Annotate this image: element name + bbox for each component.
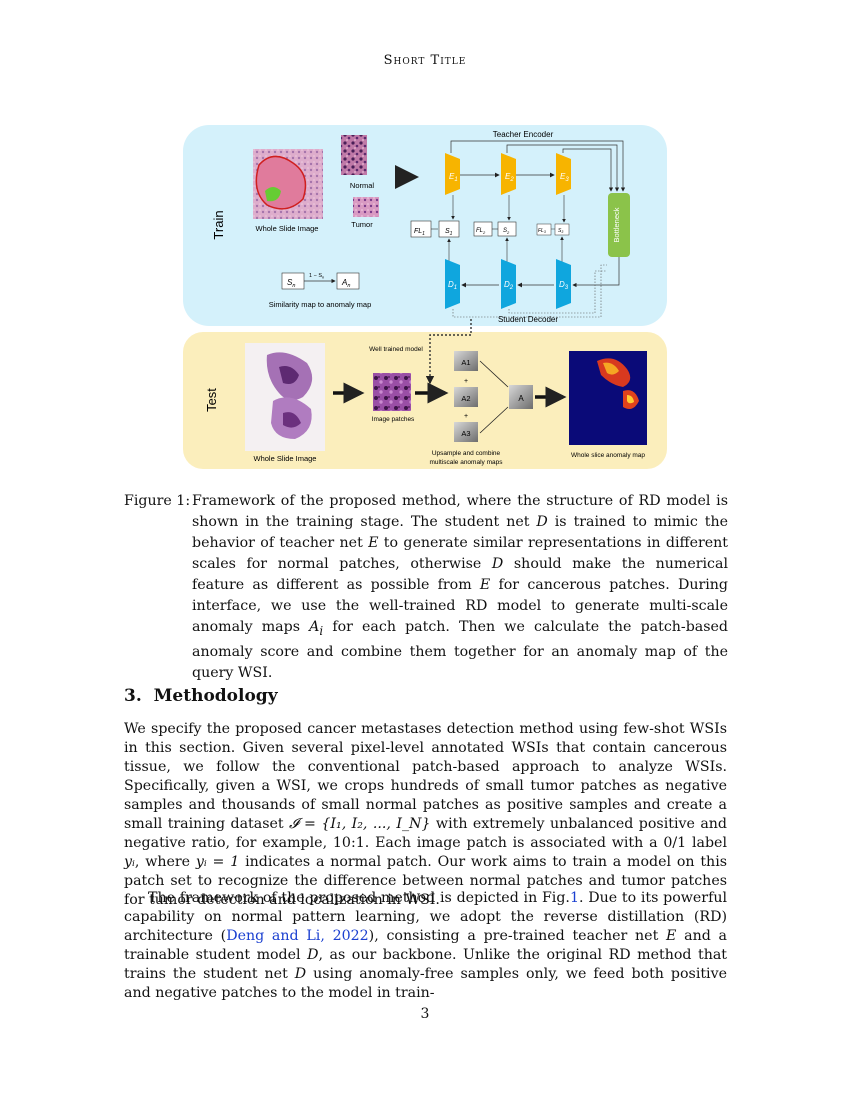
normal-patch (341, 135, 367, 175)
svg-text:Sn: Sn (287, 278, 295, 289)
teacher-encoder-label: Teacher Encoder (493, 130, 554, 139)
e3-text: E3 (560, 172, 569, 183)
svg-text:S2: S2 (503, 228, 510, 235)
encoder-e2 (501, 153, 516, 195)
paragraph-1: We specify the proposed cancer metastase… (124, 721, 728, 908)
paragraph-2: The framework of the proposed method is … (124, 890, 728, 1001)
svg-text:FL1: FL1 (414, 228, 425, 237)
svg-text:A1: A1 (461, 358, 470, 367)
tumor-patch (353, 197, 379, 217)
image-patches-label: Image patches (372, 416, 415, 423)
e1-text: E1 (449, 172, 458, 183)
svg-text:FL3: FL3 (538, 228, 546, 234)
svg-text:+: + (464, 378, 468, 385)
encoder-e1 (445, 153, 460, 195)
normal-label: Normal (350, 181, 375, 190)
encoder-e3 (556, 153, 571, 195)
svg-text:Upsample and combine: Upsample and combine (432, 450, 501, 457)
well-trained-label: Well trained model (369, 346, 423, 353)
figure-caption: Figure 1: Framework of the proposed meth… (124, 493, 728, 681)
framework-figure: Train Test Whole Slide Image Normal Tumo… (183, 125, 667, 469)
decoder-d1 (445, 259, 460, 309)
train-label: Train (211, 210, 226, 239)
svg-text:S1: S1 (445, 228, 453, 237)
figure-ref-link[interactable]: 1 (569, 890, 579, 906)
svg-text:S3: S3 (558, 228, 563, 234)
svg-text:multiscale anomaly maps: multiscale anomaly maps (430, 459, 504, 466)
svg-text:A3: A3 (461, 429, 470, 438)
svg-text:1 − Sn: 1 − Sn (309, 273, 324, 280)
anomaly-map-label: Whole slice anomaly map (571, 452, 645, 459)
citation-link[interactable]: Deng and Li, 2022 (226, 928, 369, 944)
svg-text:D3: D3 (559, 280, 569, 291)
svg-text:FL2: FL2 (476, 228, 486, 235)
running-title: Short Title (383, 53, 467, 68)
bottleneck-label: Bottleneck (612, 207, 621, 242)
image-patches (373, 373, 411, 411)
similarity-caption: Similarity map to anomaly map (269, 300, 372, 309)
svg-text:An: An (341, 278, 350, 289)
svg-text:D2: D2 (504, 280, 514, 291)
wsi-label-train: Whole Slide Image (256, 224, 319, 233)
svg-text:+: + (464, 413, 468, 420)
figure-caption-label: Figure 1: (124, 493, 191, 509)
e2-text: E2 (505, 172, 514, 183)
bottleneck-block (608, 193, 630, 257)
decoder-d3 (556, 259, 571, 309)
tumor-label: Tumor (351, 220, 373, 229)
test-label: Test (204, 388, 219, 412)
decoder-d2 (501, 259, 516, 309)
wsi-label-test: Whole Slide Image (254, 454, 317, 463)
svg-text:D1: D1 (448, 280, 457, 291)
section-heading: 3. Methodology (124, 686, 278, 706)
svg-text:A: A (518, 394, 524, 403)
page-number: 3 (420, 1006, 430, 1022)
svg-text:A2: A2 (461, 394, 470, 403)
student-decoder-label: Student Decoder (498, 315, 558, 324)
